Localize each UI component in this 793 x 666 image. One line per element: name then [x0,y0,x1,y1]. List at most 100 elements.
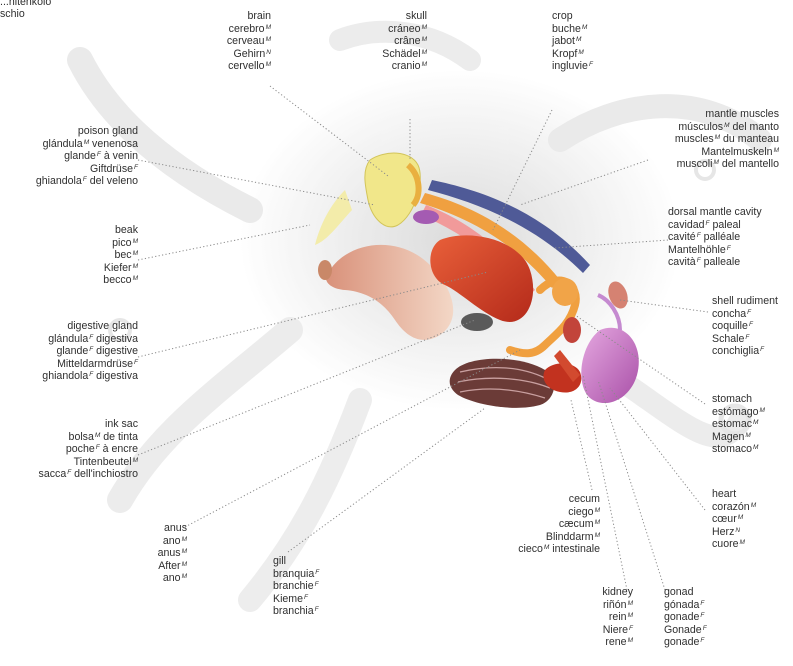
label-line: kidney [602,586,633,599]
term-text: cerebro [229,23,265,35]
label-line: glándulaF digestiva [42,333,138,346]
label-line: cerveauM [227,35,271,48]
gender-marker: M [182,548,187,555]
label-line: cavidadF paleal [668,219,762,232]
label-line: dorsal mantle cavity [668,206,762,219]
label-line: cuoreM [712,538,756,551]
term-text: Gehirn [234,48,266,60]
label-heart: heartcorazónMcœurMHerzNcuoreM [712,488,756,551]
term-suffix: de tinta [100,431,138,443]
label-line: MantelhöhleF [668,244,762,257]
term-text: coquille [712,320,748,332]
term-suffix: venenosa [89,138,138,150]
label-line: conchaF [712,308,778,321]
gender-marker: F [315,581,319,588]
gender-marker: F [700,612,704,619]
gender-marker: M [84,139,89,146]
gender-marker: M [628,637,633,644]
term-text: cæcum [559,518,594,530]
label-beak: beakpicoMbecMKieferMbeccoM [103,224,138,287]
gender-marker: M [133,275,138,282]
term-text: cieco [518,543,543,555]
label-line: HerzN [712,526,756,539]
term-text: Kiefer [104,262,132,274]
term-text: Giftdrüse [90,163,133,175]
term-text: mantle muscles [705,108,779,120]
label-line: ciecoM intestinale [518,543,600,556]
term-suffix: du manteau [720,133,779,145]
label-line: brain [227,10,271,23]
term-text: Herz [712,526,734,538]
corner-line-2: schio [0,8,51,20]
term-text: ano [163,535,181,547]
label-line: GehirnN [227,48,271,61]
term-text: crop [552,10,573,22]
label-line: saccaF dell'inchiostro [39,468,138,481]
term-text: crâne [394,35,421,47]
label-line: digestive gland [42,320,138,333]
gender-marker: F [89,346,93,353]
label-line: beccoM [103,274,138,287]
label-line: cráneoM [382,23,427,36]
term-text: buche [552,23,581,35]
gender-marker: M [182,536,187,543]
label-stomach: stomachestómagoMestomacMMagenMstomacoM [712,393,765,456]
gender-marker: M [182,561,187,568]
term-text: dorsal mantle cavity [668,206,762,218]
term-text: glándula [43,138,83,150]
gender-marker: M [628,612,633,619]
label-line: glandeF digestive [42,345,138,358]
term-text: corazón [712,501,750,513]
term-text: glande [64,150,96,162]
gender-marker: M [266,36,271,43]
term-suffix: paleal [710,219,741,231]
label-line: ink sac [39,418,138,431]
gender-marker: M [738,514,743,521]
gender-marker: F [745,334,749,341]
gender-marker: M [628,600,633,607]
gender-marker: M [740,539,745,546]
gender-marker: F [134,359,138,366]
term-text: cráneo [388,23,420,35]
gender-marker: M [266,61,271,68]
gender-marker: F [749,321,753,328]
label-line: pocheF à encre [39,443,138,456]
term-text: kidney [602,586,633,598]
label-line: cavitéF palléale [668,231,762,244]
term-text: Tintenbeutel [74,456,132,468]
term-text: ghiandola [36,175,82,187]
term-suffix: del mantello [719,158,779,170]
label-line: estómagoM [712,406,765,419]
gender-marker: M [422,36,427,43]
label-line: gonad [664,586,707,599]
label-line: muscoliM del mantello [675,158,779,171]
label-line: poison gland [36,125,138,138]
gender-marker: M [95,432,100,439]
term-text: glándula [48,333,88,345]
term-suffix: à venin [101,150,138,162]
gender-marker: M [760,407,765,414]
label-line: riñónM [602,599,633,612]
term-text: muscoli [677,158,713,170]
term-text: heart [712,488,736,500]
gender-marker: M [595,519,600,526]
gender-marker: M [578,49,583,56]
corner-line-1: ...nitenkolo [0,0,51,8]
label-line: branchieF [273,580,319,593]
term-text: bec [114,249,131,261]
gender-marker: F [697,232,701,239]
term-text: poison gland [78,125,138,137]
label-line: stomacoM [712,443,765,456]
term-text: gonade [664,611,699,623]
label-line: bolsaM de tinta [39,431,138,444]
term-suffix: dell'inchiostro [71,468,138,480]
label-line: gonadeF [664,636,707,649]
gender-marker: F [83,176,87,183]
gender-marker: F [315,606,319,613]
